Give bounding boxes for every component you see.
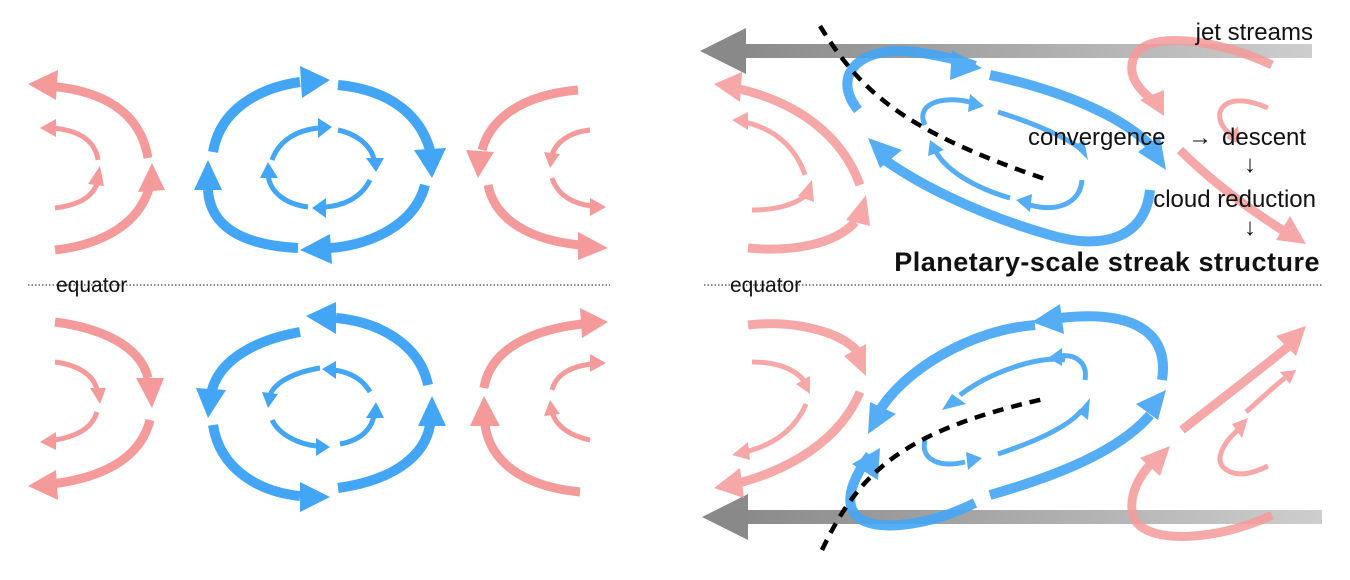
right-panel: equator bbox=[700, 19, 1322, 551]
curved-arrow-icon bbox=[798, 180, 814, 202]
curved-arrow-icon bbox=[950, 50, 982, 80]
equator-label-left: equator bbox=[56, 274, 127, 297]
curved-arrow-icon bbox=[846, 195, 870, 226]
trough-line-upper bbox=[818, 24, 1049, 183]
curved-arrow-icon bbox=[580, 308, 608, 338]
anticyclone-upper-left bbox=[28, 70, 165, 255]
cyclone-upper-right bbox=[842, 46, 1166, 247]
curved-arrow-icon bbox=[90, 388, 106, 404]
cyclone-lower-left bbox=[196, 302, 446, 512]
curved-arrow-icon bbox=[732, 442, 750, 460]
curved-arrow-icon bbox=[578, 232, 608, 260]
curved-arrow-icon bbox=[852, 448, 880, 480]
anticyclone-lower-left-right-panel bbox=[714, 319, 866, 498]
curved-arrow-icon bbox=[714, 468, 744, 498]
curved-arrow-icon bbox=[28, 470, 58, 500]
cyclone-lower-right bbox=[845, 304, 1168, 531]
curved-arrow-icon bbox=[418, 396, 446, 426]
curved-arrow-icon bbox=[1232, 418, 1248, 438]
cyclone-upper-left bbox=[194, 66, 446, 264]
curved-arrow-icon bbox=[300, 234, 332, 264]
curved-arrow-icon bbox=[590, 198, 606, 216]
curved-arrow-icon bbox=[138, 163, 165, 192]
curved-arrow-icon bbox=[136, 378, 164, 408]
curved-arrow-icon bbox=[1280, 370, 1296, 384]
curved-arrow-icon bbox=[796, 376, 810, 394]
curved-arrow-icon bbox=[868, 402, 896, 434]
curved-arrow-icon bbox=[414, 148, 446, 178]
curved-arrow-icon bbox=[968, 94, 984, 112]
curved-arrow-icon bbox=[300, 482, 330, 512]
curved-arrow-icon bbox=[1136, 390, 1166, 420]
curved-arrow-icon bbox=[40, 432, 56, 450]
curved-arrow-icon bbox=[300, 66, 330, 98]
anticyclone-lower-right-right-panel bbox=[1127, 326, 1306, 541]
trough-line-lower bbox=[819, 395, 1049, 551]
streak-structure-title: Planetary-scale streak structure bbox=[894, 247, 1320, 277]
curved-arrow-icon bbox=[466, 150, 494, 178]
curved-arrow-icon bbox=[312, 198, 326, 218]
down-arrow-icon: ↓ bbox=[1244, 214, 1256, 241]
convergence-label: convergence bbox=[1028, 124, 1165, 151]
jet-arrow-icon bbox=[702, 494, 748, 540]
curved-arrow-icon bbox=[470, 396, 500, 426]
curved-arrow-icon bbox=[966, 452, 982, 470]
curved-arrow-icon bbox=[306, 302, 336, 334]
anticyclone-lower-right-left-panel bbox=[470, 308, 608, 497]
curved-arrow-icon bbox=[714, 72, 742, 102]
curved-arrow-icon bbox=[1140, 446, 1170, 476]
convergence-descent-label: convergence → descent bbox=[1028, 124, 1306, 151]
down-arrow-icon: ↓ bbox=[1244, 151, 1256, 178]
descent-label: descent bbox=[1222, 124, 1306, 151]
curved-arrow-icon bbox=[262, 392, 278, 408]
curved-arrow-icon bbox=[196, 388, 226, 418]
arrow-right-icon: → bbox=[1188, 124, 1212, 151]
curved-arrow-icon bbox=[1226, 126, 1240, 144]
curved-arrow-icon bbox=[590, 354, 606, 372]
anticyclone-upper-right-left-panel bbox=[466, 85, 608, 260]
curved-arrow-icon bbox=[1078, 398, 1090, 420]
anticyclone-lower-left bbox=[28, 317, 164, 500]
curved-arrow-icon bbox=[942, 394, 966, 410]
curved-arrow-icon bbox=[322, 361, 336, 379]
curved-arrow-icon bbox=[928, 140, 944, 156]
curved-arrow-icon bbox=[40, 119, 56, 137]
anticyclone-upper-right-right-panel bbox=[1127, 36, 1306, 244]
curved-arrow-icon bbox=[844, 344, 866, 376]
curved-arrow-icon bbox=[28, 70, 58, 100]
curved-arrow-icon bbox=[868, 138, 902, 168]
curved-arrow-icon bbox=[88, 166, 104, 186]
jet-streams-label: jet streams bbox=[1195, 19, 1313, 46]
left-panel: equator bbox=[28, 66, 610, 512]
curved-arrow-icon bbox=[544, 152, 560, 168]
cloud-reduction-label: cloud reduction bbox=[1153, 186, 1316, 213]
curved-arrow-icon bbox=[1048, 348, 1062, 366]
curved-arrow-icon bbox=[1138, 136, 1166, 170]
curved-arrow-icon bbox=[1016, 194, 1032, 212]
curved-arrow-icon bbox=[1074, 140, 1088, 160]
curved-arrow-icon bbox=[1276, 326, 1306, 356]
jet-arrow-icon bbox=[700, 28, 746, 74]
curved-arrow-icon bbox=[366, 158, 384, 172]
curved-arrow-icon bbox=[1276, 216, 1306, 244]
curved-arrow-icon bbox=[366, 402, 384, 418]
equator-label-right: equator bbox=[730, 274, 801, 297]
curved-arrow-icon bbox=[194, 160, 222, 190]
curved-arrow-icon bbox=[260, 162, 278, 178]
curved-arrow-icon bbox=[544, 400, 560, 416]
curved-arrow-icon bbox=[1140, 90, 1164, 116]
curved-arrow-icon bbox=[316, 438, 330, 456]
curved-arrow-icon bbox=[318, 118, 332, 138]
curved-arrow-icon bbox=[1032, 304, 1064, 334]
curved-arrow-icon bbox=[732, 112, 748, 130]
anticyclone-upper-left-right-panel bbox=[714, 72, 870, 254]
